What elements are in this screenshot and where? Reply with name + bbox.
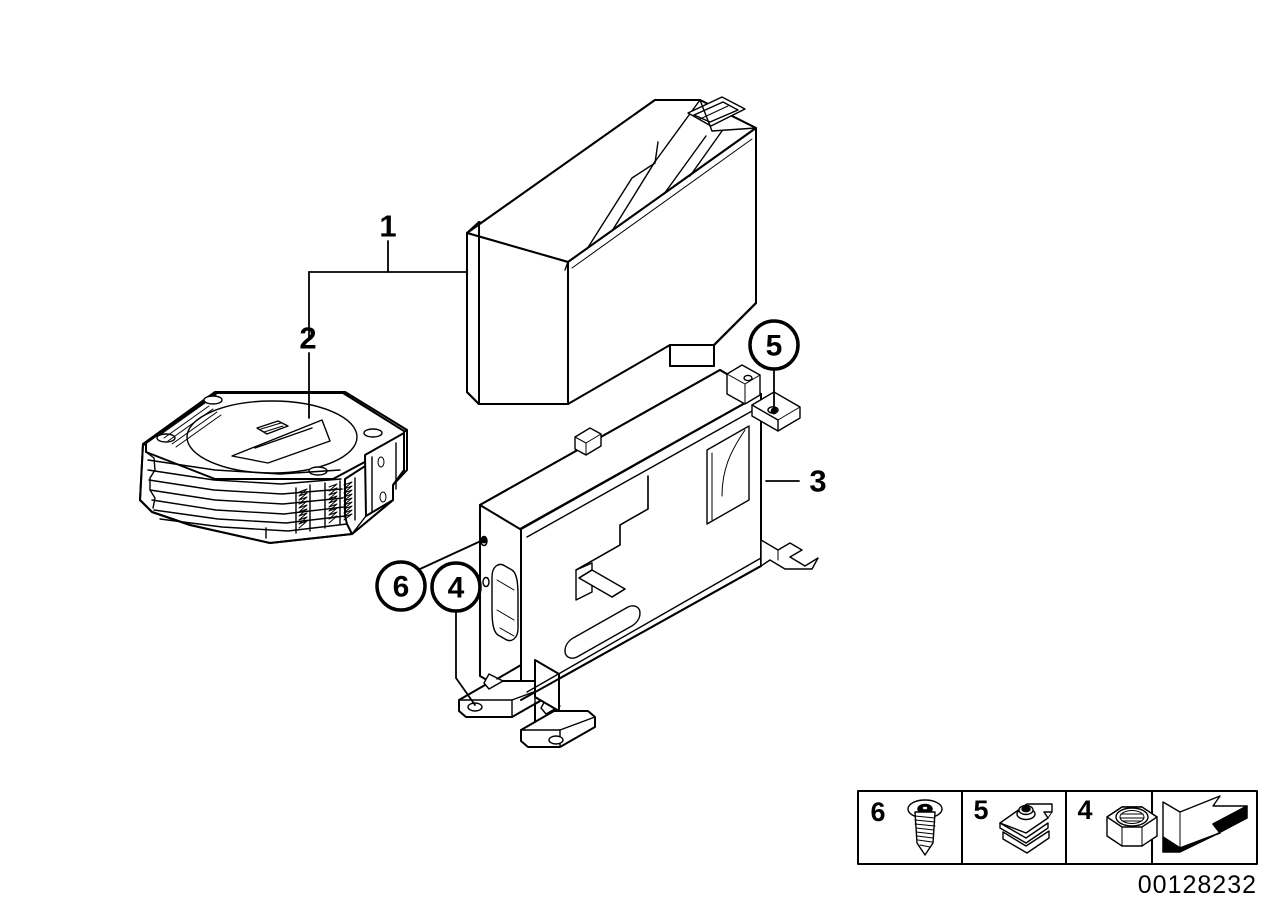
diagram-id-label: 00128232 bbox=[1138, 871, 1257, 899]
callout-label-1: 1 bbox=[379, 209, 396, 244]
cage-nut-clip-icon bbox=[999, 803, 1053, 854]
legend-cell-cage-nut: 5 bbox=[973, 795, 1053, 854]
legend-cell-hex-nut: 4 bbox=[1077, 795, 1158, 847]
callout-1-leader bbox=[308, 240, 468, 273]
callout-circle-6 bbox=[375, 560, 427, 612]
legend-cell-direction-arrow bbox=[1162, 795, 1248, 853]
callout-label-5: 5 bbox=[766, 330, 783, 363]
callout-5-leader bbox=[770, 370, 778, 415]
legend-box: 6 bbox=[857, 790, 1258, 865]
legend-number-4: 4 bbox=[1077, 795, 1092, 825]
legend-cell-screw: 6 bbox=[870, 797, 943, 856]
callout-circle-5 bbox=[748, 319, 800, 371]
callout-4-leader bbox=[455, 610, 476, 706]
part-cd-changer-unit bbox=[139, 391, 408, 544]
legend-number-5: 5 bbox=[973, 795, 988, 825]
callout-label-4: 4 bbox=[448, 572, 465, 605]
callout-label-6: 6 bbox=[393, 571, 410, 604]
hex-nut-icon bbox=[1106, 806, 1158, 847]
part-mounting-bracket bbox=[458, 364, 819, 748]
socket-head-screw-icon bbox=[907, 799, 943, 856]
callout-label-2: 2 bbox=[299, 321, 316, 356]
direction-arrow-icon bbox=[1162, 795, 1248, 853]
callout-circle-4 bbox=[430, 561, 482, 613]
legend-number-6: 6 bbox=[870, 797, 885, 827]
callout-label-3: 3 bbox=[809, 464, 826, 499]
callout-6-leader bbox=[419, 536, 488, 570]
part-cd-magazine-cartridge bbox=[466, 96, 757, 405]
